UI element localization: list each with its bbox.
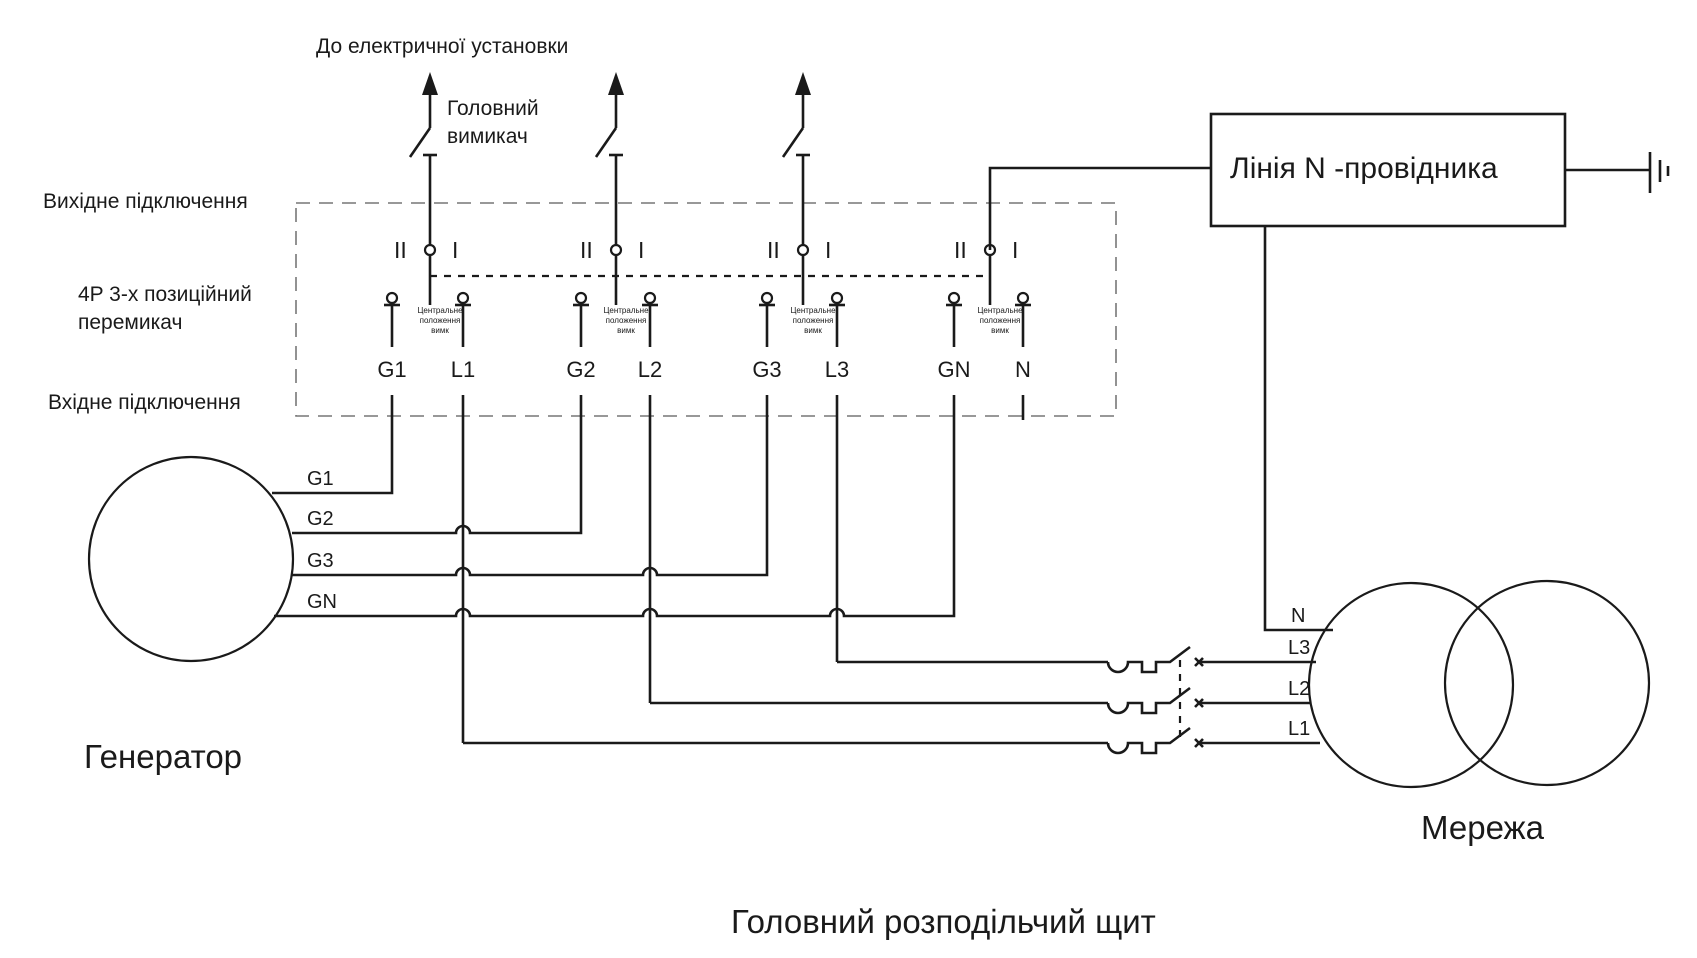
position-i-label: I (825, 237, 831, 263)
network-transformer-right-circle (1443, 579, 1651, 787)
generator-wire-g2 (292, 420, 583, 535)
switch-enclosure (295, 202, 1117, 417)
center-off-note: вимк (991, 326, 1009, 335)
main-switch-label-line2: вимикач (447, 125, 528, 148)
generator-label: Генератор (84, 738, 242, 775)
line-terminal-label: N (1015, 357, 1031, 382)
center-off-note: положення (420, 316, 461, 325)
line-terminal-label: L1 (451, 357, 475, 382)
generator-terminal-label: G2 (566, 357, 595, 382)
main-switch-blade (781, 127, 805, 158)
switch-label-line1: 4P 3-х позиційний (78, 283, 252, 306)
generator-wire-label: G1 (307, 468, 334, 490)
ground-icon (1648, 152, 1670, 193)
switch-label-line2: перемикач (78, 311, 182, 334)
input-connection-label: Вхідне підключення (48, 391, 241, 414)
main-switch-blade (594, 127, 618, 158)
network-wire-label-l3: L3 (1288, 637, 1310, 659)
arrow-up-icon (795, 72, 811, 95)
main-switch-label-line1: Головний (447, 97, 539, 120)
center-off-note: вимк (431, 326, 449, 335)
center-off-note: вимк (804, 326, 822, 335)
diagram-title: Головний розподільчий щит (731, 903, 1156, 940)
center-off-note: Центральне (417, 306, 463, 315)
line-terminal-label: L2 (638, 357, 662, 382)
line-terminal-contact (643, 291, 657, 305)
network-wire-label-l2: L2 (1288, 678, 1310, 700)
position-i-label: I (638, 237, 644, 263)
position-i-label: I (1012, 237, 1018, 263)
generator-terminal-contact (385, 291, 399, 305)
generator-wire-label: G2 (307, 508, 334, 530)
generator-wire-label: GN (307, 591, 337, 613)
circuit-breaker-icon (1106, 645, 1316, 674)
position-ii-label: II (954, 237, 967, 263)
center-off-note: положення (793, 316, 834, 325)
generator-wire-label: G3 (307, 550, 334, 572)
circuit-breaker-icon (1106, 686, 1310, 715)
center-off-note: положення (980, 316, 1021, 325)
generator-terminal-label: GN (938, 357, 971, 382)
common-contact (796, 243, 810, 257)
center-off-note: Центральне (790, 306, 836, 315)
position-ii-label: II (580, 237, 593, 263)
position-ii-label: II (767, 237, 780, 263)
generator-wire-g3 (292, 420, 769, 577)
generator-wire-gn (274, 420, 956, 618)
line-terminal-contact (830, 291, 844, 305)
generator-terminal-contact (760, 291, 774, 305)
network-label: Мережа (1421, 809, 1545, 846)
n-line-box-label: Лінія N -провідника (1230, 152, 1498, 185)
common-contact (423, 243, 437, 257)
main-switch-blade (408, 127, 432, 158)
generator-terminal-label: G1 (377, 357, 406, 382)
common-contact (609, 243, 623, 257)
network-transformer-left-circle (1307, 581, 1515, 789)
center-off-note: вимк (617, 326, 635, 335)
n-wire-box-to-network (1263, 226, 1333, 632)
n-wire-switch-to-box (988, 166, 1211, 250)
center-off-note: Центральне (977, 306, 1023, 315)
line-terminal-label: L3 (825, 357, 849, 382)
output-connection-label: Вихідне підключення (43, 190, 248, 213)
generator-terminal-contact (947, 291, 961, 305)
center-off-note: положення (606, 316, 647, 325)
generator-terminal-label: G3 (752, 357, 781, 382)
generator-terminal-contact (574, 291, 588, 305)
center-off-note: Центральне (603, 306, 649, 315)
network-wire-label-l1: L1 (1288, 718, 1310, 740)
network-wire-label-n: N (1291, 605, 1305, 627)
generator-symbol (87, 455, 295, 663)
position-ii-label: II (394, 237, 407, 263)
generator-wire-g1 (272, 420, 394, 495)
position-i-label: I (452, 237, 458, 263)
line-terminal-contact (1016, 291, 1030, 305)
circuit-breaker-icon (1106, 726, 1320, 755)
arrow-up-icon (608, 72, 624, 95)
line-terminal-contact (456, 291, 470, 305)
arrow-up-icon (422, 72, 438, 95)
to-installation-label: До електричної установки (316, 35, 568, 58)
